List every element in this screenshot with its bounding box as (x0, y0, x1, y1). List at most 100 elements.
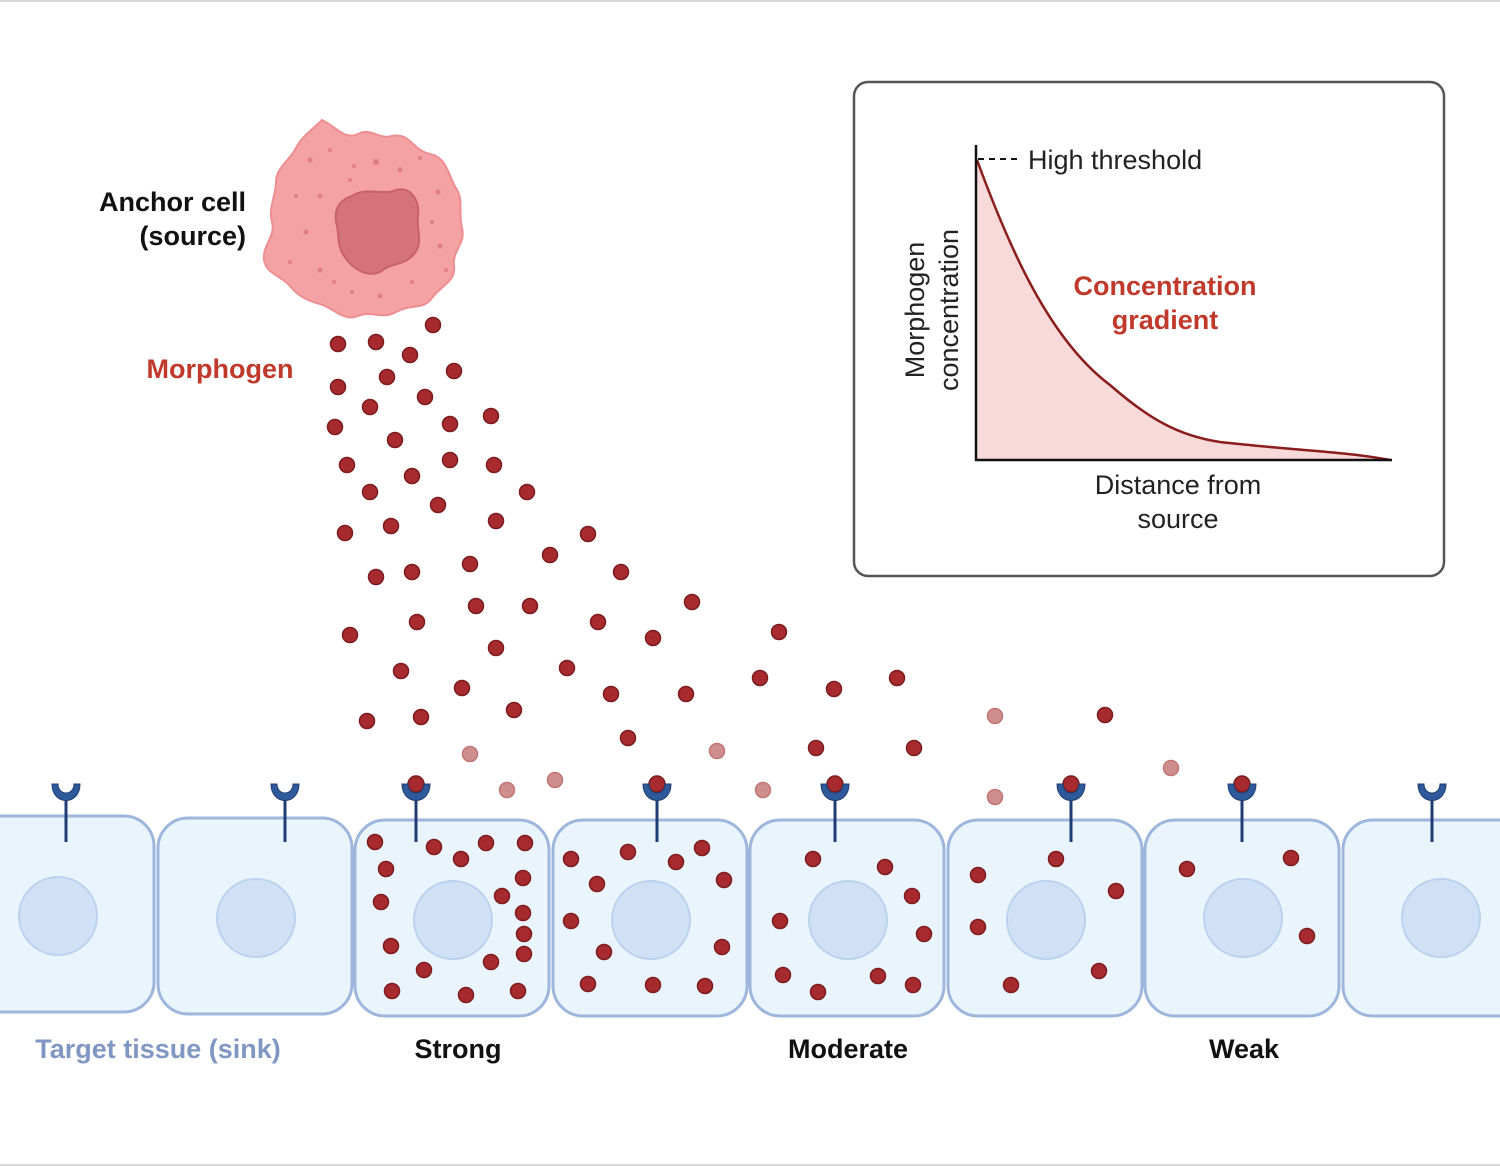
degraded-morphogen-particle (708, 742, 726, 760)
morphogen-particle (774, 966, 792, 984)
morphogen-particle (515, 925, 533, 943)
morphogen-particle (521, 597, 539, 615)
bound-receptor (1227, 775, 1257, 842)
weak-label: Weak (1209, 1034, 1280, 1064)
morphogen-particle (771, 912, 789, 930)
receptor (270, 783, 300, 842)
morphogen-particle (903, 887, 921, 905)
morphogen-particle (1178, 860, 1196, 878)
bound-receptor (642, 775, 672, 842)
morphogen-particle (588, 875, 606, 893)
morphogen-particle (667, 853, 685, 871)
degraded-morphogen-particle (546, 771, 564, 789)
threshold-label: High threshold (1028, 145, 1202, 175)
morphogen-particle (338, 456, 356, 474)
degraded-morphogen-particle (1162, 759, 1180, 777)
morphogen-particle (1282, 849, 1300, 867)
morphogen-particle (482, 407, 500, 425)
strong-label: Strong (415, 1034, 502, 1064)
morphogen-particle (415, 961, 433, 979)
morphogen-particle (341, 626, 359, 644)
receptors (51, 775, 1447, 842)
x-axis-label: Distance from (1095, 470, 1262, 500)
morphogen-particle (1047, 850, 1065, 868)
morphogen-particle (751, 669, 769, 687)
morphogen-particle (509, 982, 527, 1000)
morphogen-particle (579, 525, 597, 543)
bound-morphogen (648, 775, 666, 793)
morphogen-particle (403, 563, 421, 581)
morphogen-particle (562, 912, 580, 930)
morphogen-particle (445, 362, 463, 380)
morphogen-particle (361, 483, 379, 501)
cell-nucleus (611, 880, 691, 960)
morphogen-particle (1002, 976, 1020, 994)
morphogen-particle (969, 918, 987, 936)
morphogen-particle (915, 925, 933, 943)
bound-receptor (1056, 775, 1086, 842)
gradient-area (977, 160, 1390, 460)
morphogen-particle (888, 669, 906, 687)
bound-receptor (401, 775, 431, 842)
morphogen-particle (905, 739, 923, 757)
morphogen-particle (515, 945, 533, 963)
concentration-inset: High threshold Concentration gradient Di… (852, 80, 1446, 578)
degraded-morphogen-particle (498, 781, 516, 799)
morphogen-particle (408, 613, 426, 631)
morphogen-particle (518, 483, 536, 501)
bound-receptor (820, 775, 850, 842)
cell-nucleus (216, 878, 296, 958)
gradient-label: Concentration (1073, 271, 1256, 301)
cell-nucleus (1401, 878, 1481, 958)
target-tissue (0, 814, 1500, 1018)
morphogen-particle (412, 708, 430, 726)
morphogen-particles (326, 316, 1316, 1004)
morphogen-particle (612, 563, 630, 581)
receptor (51, 783, 81, 842)
anchor-cell-sublabel: (source) (139, 221, 246, 251)
morphogen-particle (416, 388, 434, 406)
morphogen-particle (1298, 927, 1316, 945)
receptor (1417, 783, 1447, 842)
degraded-morphogen-particle (986, 707, 1004, 725)
morphogen-particle (485, 456, 503, 474)
morphogen-particle (453, 679, 471, 697)
target-tissue-label: Target tissue (sink) (35, 1034, 281, 1064)
cell-nucleus (808, 880, 888, 960)
bound-morphogen (1062, 775, 1080, 793)
bound-morphogen (1233, 775, 1251, 793)
morphogen-particle (693, 839, 711, 857)
morphogen-particle (378, 368, 396, 386)
morphogen-particle (619, 729, 637, 747)
morphogen-particle (1107, 882, 1125, 900)
morphogen-particle (329, 378, 347, 396)
morphogen-particle (367, 568, 385, 586)
morphogen-particle (807, 739, 825, 757)
morphogen-particle (696, 977, 714, 995)
morphogen-particle (644, 629, 662, 647)
moderate-label: Moderate (788, 1034, 908, 1064)
gradient-curve (975, 159, 1391, 462)
cell-nucleus (1203, 878, 1283, 958)
morphogen-particle (969, 866, 987, 884)
morphogen-particle (329, 335, 347, 353)
cell-nucleus (413, 880, 493, 960)
morphogen-particle (715, 871, 733, 889)
morphogen-particle (595, 943, 613, 961)
morphogen-particle (619, 843, 637, 861)
anchor-cell (262, 118, 464, 319)
gradient-sublabel: gradient (1112, 305, 1219, 335)
morphogen-particle (467, 597, 485, 615)
bound-morphogen (826, 775, 844, 793)
morphogen-particle (541, 546, 559, 564)
bound-morphogen (407, 775, 425, 793)
morphogen-particle (809, 983, 827, 1001)
morphogen-particle (514, 869, 532, 887)
morphogen-particle (366, 833, 384, 851)
morphogen-particle (487, 512, 505, 530)
morphogen-label: Morphogen (147, 354, 294, 384)
y-axis-sublabel: concentration (934, 229, 964, 391)
morphogen-particle (441, 451, 459, 469)
anchor-cell-label: Anchor cell (99, 187, 246, 217)
morphogen-particle (713, 938, 731, 956)
